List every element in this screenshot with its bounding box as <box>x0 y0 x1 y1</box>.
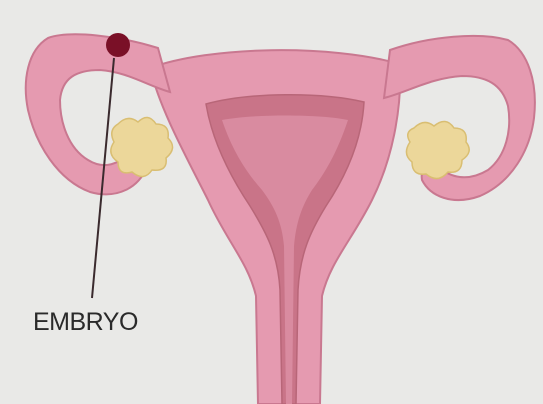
left-ovary <box>111 117 173 176</box>
embryo-dot <box>106 33 130 57</box>
embryo-label: EMBRYO <box>33 308 138 337</box>
